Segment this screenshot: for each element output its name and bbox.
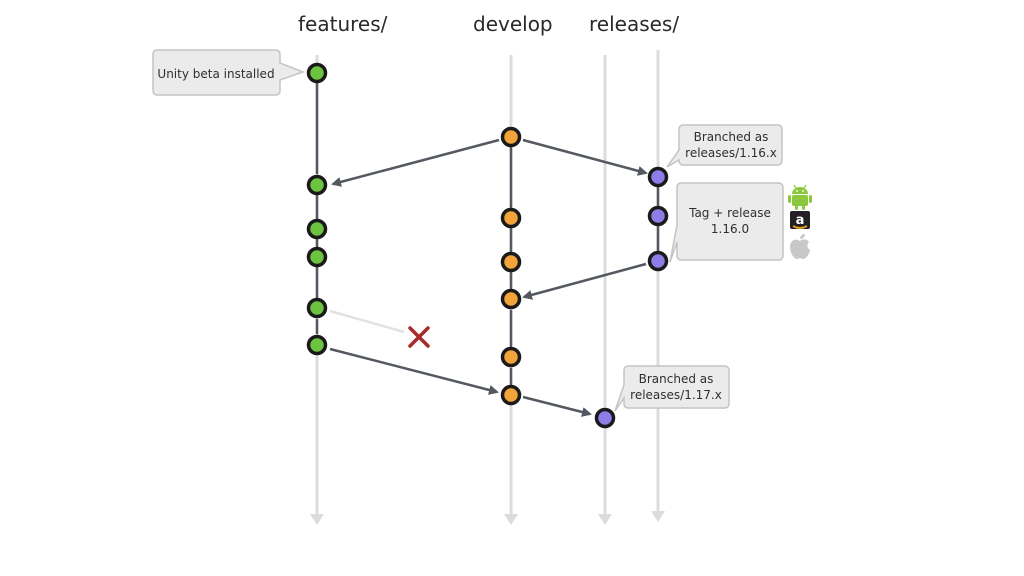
callout-branched-117 (614, 365, 730, 412)
tag-release-line2: 1.16.0 (710, 222, 750, 236)
release-commit (647, 250, 669, 272)
develop-branch-header: develop (473, 12, 553, 36)
feature-commits (306, 62, 328, 356)
develop-to-release-117-arrow (522, 395, 592, 417)
develop-track-arrow (504, 514, 518, 525)
feature-commit (306, 62, 328, 84)
releases-117-track-arrow (598, 514, 612, 525)
develop-commit (500, 384, 522, 406)
features-track-arrow (310, 514, 324, 525)
develop-commits (500, 126, 522, 406)
branched-117-label: Branched as releases/1.17.x (622, 371, 730, 403)
merge-arrows (329, 138, 648, 417)
releases-branch-header: releases/ (589, 12, 680, 36)
release-commit (647, 205, 669, 227)
android-icon (788, 184, 812, 210)
feature-commit (306, 218, 328, 240)
develop-to-feature-arrow (331, 138, 500, 187)
callout-branched-116 (666, 124, 783, 168)
tag-release-line1: Tag + release (689, 206, 771, 220)
feature-to-develop-arrow (329, 347, 499, 395)
develop-to-release-116-arrow (522, 138, 648, 176)
unity-beta-label: Unity beta installed (156, 66, 276, 82)
branched-117-line1: Branched as (638, 372, 714, 386)
callouts (152, 49, 784, 412)
branched-117-line2: releases/1.17.x (630, 388, 722, 402)
develop-commit (500, 251, 522, 273)
feature-commit (306, 174, 328, 196)
feature-commit (306, 246, 328, 268)
release-commit (594, 407, 616, 429)
develop-commit (500, 207, 522, 229)
feature-commit (306, 334, 328, 356)
releases-116-track-arrow (651, 511, 665, 522)
develop-commit (500, 346, 522, 368)
develop-commit (500, 126, 522, 148)
branched-116-line1: Branched as (693, 130, 769, 144)
features-branch-header: features/ (298, 12, 388, 36)
apple-icon (790, 234, 810, 259)
branched-116-label: Branched as releases/1.16.x (680, 129, 782, 161)
abandoned-link (329, 309, 405, 334)
amazon-icon: a (790, 211, 810, 229)
branch-tracks (310, 50, 665, 525)
commit-links (315, 82, 660, 386)
develop-commit (500, 288, 522, 310)
cancel-x-icon (408, 326, 430, 348)
release-commits (594, 166, 669, 429)
callout-tag-release (669, 182, 784, 263)
svg-text:a: a (796, 213, 805, 228)
tag-release-label: Tag + release 1.16.0 (678, 205, 782, 237)
release-commit (647, 166, 669, 188)
callout-unity-beta (152, 49, 306, 96)
feature-commit (306, 297, 328, 319)
release-to-develop-arrow (522, 262, 647, 300)
unity-beta-text: Unity beta installed (157, 67, 275, 81)
branched-116-line2: releases/1.16.x (685, 146, 777, 160)
